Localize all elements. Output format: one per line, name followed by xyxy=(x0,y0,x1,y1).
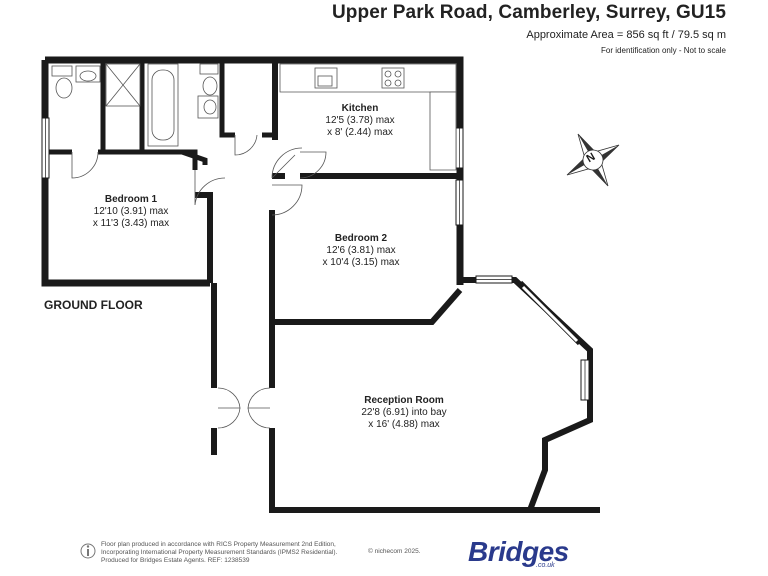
page-title: Upper Park Road, Camberley, Surrey, GU15 xyxy=(331,2,726,23)
room-dimension: x 11'3 (3.43) max xyxy=(92,218,170,229)
bridges-logo-domain: .co.uk xyxy=(536,562,555,569)
compass-icon xyxy=(566,133,620,187)
room-label-reception: Reception Room 22'8 (6.91) into bay x 16… xyxy=(361,395,446,431)
room-label-bedroom1: Bedroom 1 12'10 (3.91) max x 11'3 (3.43)… xyxy=(93,194,169,230)
room-dimension: x 8' (2.44) max xyxy=(327,127,393,138)
room-name: Bedroom 2 xyxy=(334,233,388,244)
room-dimension: x 10'4 (3.15) max xyxy=(322,257,400,268)
info-icon xyxy=(80,543,96,559)
room-label-bedroom2: Bedroom 2 12'6 (3.81) max x 10'4 (3.15) … xyxy=(323,233,400,269)
footer-line: Produced for Bridges Estate Agents. REF:… xyxy=(101,557,250,564)
scale-note: For identification only - Not to scale xyxy=(601,46,726,55)
room-dimension: 12'6 (3.81) max xyxy=(326,245,396,256)
footer-line: Floor plan produced in accordance with R… xyxy=(101,541,336,548)
room-dimension: 12'10 (3.91) max xyxy=(93,206,169,217)
room-dimension: x 16' (4.88) max xyxy=(368,419,440,430)
bridges-logo: Bridges xyxy=(468,536,569,567)
room-label-kitchen: Kitchen 12'5 (3.78) max x 8' (2.44) max xyxy=(325,103,394,139)
room-dimension: 22'8 (6.91) into bay xyxy=(361,407,447,418)
floor-label: GROUND FLOOR xyxy=(44,298,143,312)
footer-copyright: © nichecom 2025. xyxy=(368,548,421,555)
room-name: Reception Room xyxy=(364,395,444,406)
approximate-area: Approximate Area = 856 sq ft / 79.5 sq m xyxy=(526,29,726,41)
room-dimension: 12'5 (3.78) max xyxy=(325,115,395,126)
room-name: Bedroom 1 xyxy=(104,194,158,205)
toilet-icon xyxy=(51,65,73,77)
room-name: Kitchen xyxy=(341,103,379,114)
footer-line: Incorporating International Property Mea… xyxy=(101,549,338,556)
footer-disclaimer: Floor plan produced in accordance with R… xyxy=(101,541,337,565)
